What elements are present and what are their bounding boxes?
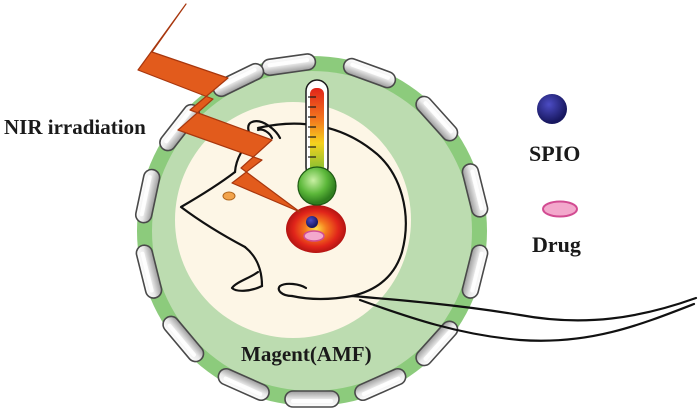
spio-nanoparticle-icon bbox=[537, 94, 567, 124]
magnet-segment bbox=[162, 315, 205, 363]
magnet-segment bbox=[217, 367, 270, 402]
magnet-segment bbox=[342, 57, 397, 89]
magnet-segment bbox=[212, 62, 265, 98]
tumor-heating-site bbox=[286, 205, 346, 253]
spio-label: SPIO bbox=[529, 141, 580, 166]
drug-label: Drug bbox=[532, 232, 581, 257]
magnet-segment bbox=[461, 244, 489, 299]
drug-capsule-icon bbox=[542, 200, 578, 218]
magnet-segment bbox=[415, 320, 459, 367]
magnet-segment bbox=[260, 53, 317, 77]
magnet-segment bbox=[354, 367, 407, 402]
nir-irradiation-label: NIR irradiation bbox=[4, 115, 146, 139]
magnet-segment bbox=[134, 168, 161, 224]
magnet-segment bbox=[284, 390, 340, 408]
lightning-bolt-icon bbox=[137, 3, 301, 213]
magnet-segments bbox=[134, 53, 489, 408]
magnet-amf-label: Magent(AMF) bbox=[241, 342, 372, 366]
thermometer-icon bbox=[297, 79, 337, 206]
tumor-spio-icon bbox=[306, 216, 318, 228]
magnet-segment bbox=[415, 95, 459, 142]
mouse-eye bbox=[222, 191, 236, 201]
magnet-segment bbox=[461, 163, 489, 218]
tumor-drug-icon bbox=[303, 230, 325, 242]
